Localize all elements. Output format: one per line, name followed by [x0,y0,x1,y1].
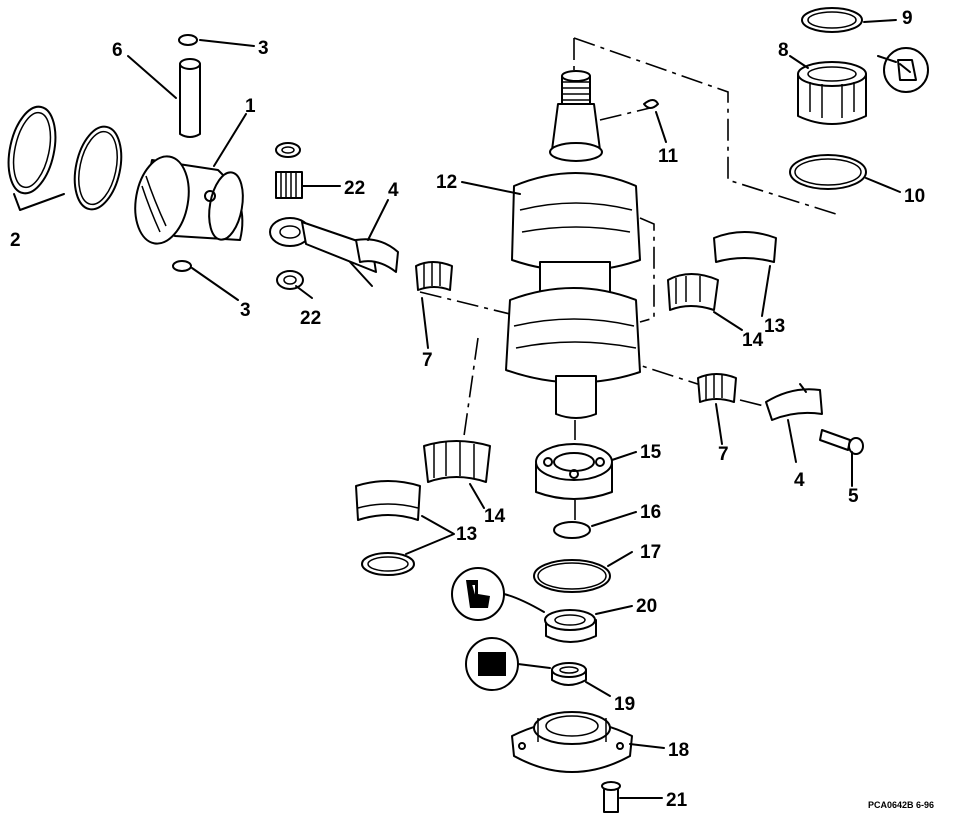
callout-12: 12 [436,172,457,193]
callout-21: 21 [666,790,688,811]
callout-6: 6 [112,40,123,61]
callout-17: 17 [640,542,661,563]
lubricant-icon [883,47,929,93]
callout-1: 1 [245,96,256,117]
callout-14-left: 14 [484,506,506,527]
upper-bearing-assembly [789,7,867,190]
rod-cap-screw [819,429,864,455]
callout-4-cap: 4 [794,470,805,491]
callout-2: 2 [10,230,21,251]
callout-18: 18 [668,740,689,761]
callout-19: 19 [614,694,635,715]
woodruff-key [643,99,659,109]
retaining-rings [172,34,198,272]
callout-10: 10 [904,186,925,207]
wrist-pin [179,58,201,138]
piston [134,155,244,245]
grease-icon [465,637,519,691]
callout-3-top: 3 [258,38,269,59]
figure-reference: PCA0642B 6-96 [868,800,934,810]
lower-rings [533,521,611,593]
callout-14-right: 14 [742,330,764,351]
alignment-lines [419,37,837,520]
callout-13-left: 13 [456,524,477,545]
small-end-bearing [275,142,304,290]
housing-screw [601,781,621,813]
callout-5: 5 [848,486,859,507]
rod-cap [765,383,823,421]
callout-7-left: 7 [422,350,433,371]
callout-11: 11 [658,146,679,167]
callout-labels: 1 2 3 3 4 4 5 6 7 7 8 9 10 11 12 13 13 1… [10,8,925,811]
callout-7-right: 7 [718,444,729,465]
crankshaft [505,70,641,419]
callout-20: 20 [636,596,657,617]
callout-15: 15 [640,442,662,463]
ball-bearing [535,443,613,500]
callout-13-right: 13 [764,316,785,337]
bearing-housing [511,711,633,773]
callout-8: 8 [778,40,789,61]
main-bearing-halves [355,231,777,576]
piston-rings [7,105,123,211]
callout-16: 16 [640,502,661,523]
sealant-icon [451,567,505,621]
callout-22-top: 22 [344,178,365,199]
leader-lines [13,19,901,799]
callout-22-bottom: 22 [300,308,321,329]
callout-4-rod: 4 [388,180,399,201]
oil-seals [544,609,597,686]
connecting-rod [269,217,399,287]
callout-3-bottom: 3 [240,300,251,321]
needle-bearing-cages [415,261,737,403]
callout-9: 9 [902,8,913,29]
